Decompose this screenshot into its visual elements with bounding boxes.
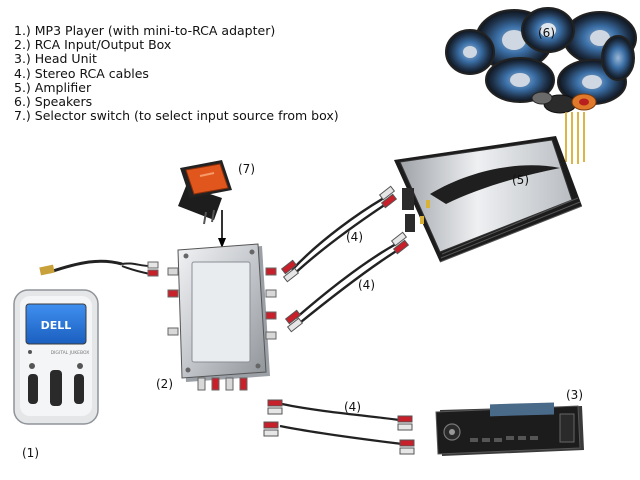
callout-head-unit: (3)	[566, 388, 583, 402]
callout-mp3-player: (1)	[22, 446, 39, 460]
head-unit	[435, 402, 584, 456]
rca-io-box	[167, 243, 277, 391]
legend-item-head-unit: 3.) Head Unit	[14, 51, 97, 67]
callout-amplifier: (5)	[512, 173, 529, 187]
mp3-brand-label: DELL	[41, 319, 72, 332]
legend-item-mp3-player: 1.) MP3 Player (with mini-to-RCA adapter…	[14, 23, 276, 38]
speakers-cluster	[445, 7, 637, 164]
legend-item-rca-cables: 4.) Stereo RCA cables	[14, 65, 149, 81]
callout-selector-switch: (7)	[238, 162, 255, 176]
legend-item-rca-box: 2.) RCA Input/Output Box	[14, 37, 172, 53]
callout-cable-middle: (4)	[358, 278, 375, 292]
callout-rca-box: (2)	[156, 377, 173, 391]
rca-cable-upper	[280, 185, 398, 283]
legend-item-selector-switch: 7.) Selector switch (to select input sou…	[14, 108, 339, 124]
legend-item-amplifier: 5.) Amplifier	[14, 79, 92, 95]
rca-cable-lower	[263, 399, 415, 455]
legend-item-speakers: 6.) Speakers	[14, 94, 93, 110]
selector-switch	[178, 160, 232, 225]
callout-cable-upper: (4)	[346, 230, 363, 244]
callout-speakers: (6)	[538, 26, 555, 40]
callout-cable-lower: (4)	[344, 400, 361, 414]
mp3-model-label: DIGITAL JUKEBOX	[51, 350, 90, 356]
mini-to-rca-adapter-cable	[39, 259, 159, 277]
amplifier	[394, 136, 583, 263]
component-legend: 1.) MP3 Player (with mini-to-RCA adapter…	[14, 23, 339, 124]
rca-cable-middle	[284, 231, 410, 333]
switch-to-box-arrow	[218, 210, 226, 248]
mp3-player: DELL DIGITAL JUKEBOX	[13, 289, 99, 425]
